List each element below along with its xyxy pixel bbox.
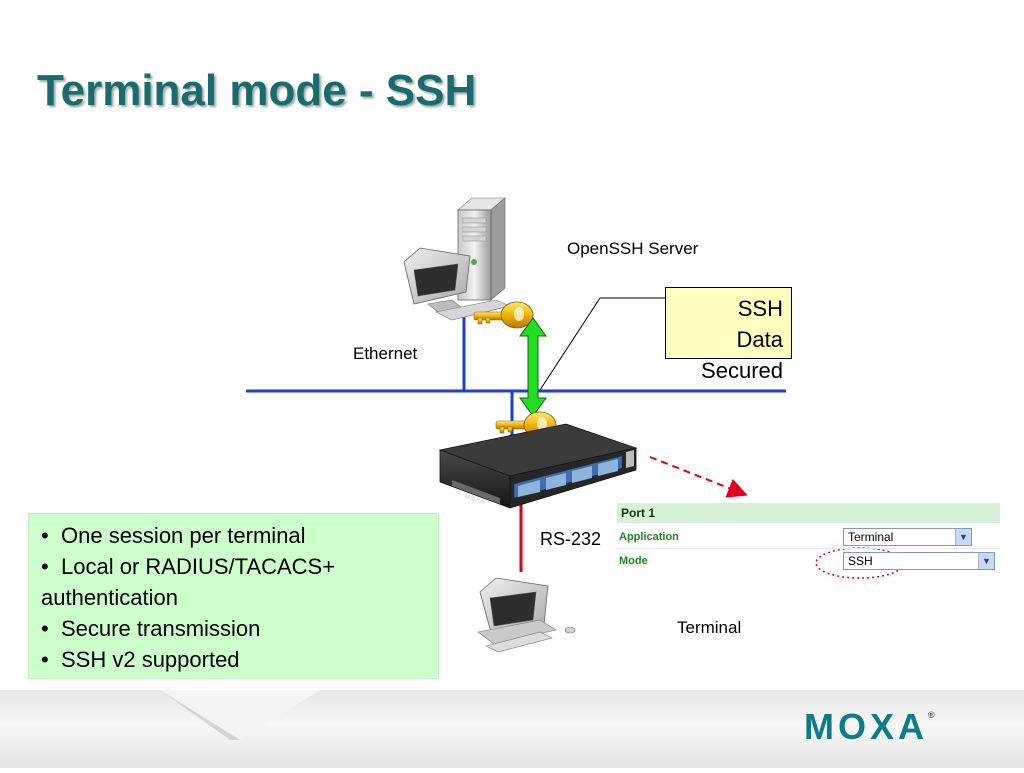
bullet: •	[41, 523, 49, 548]
moxa-logo: MOXA®	[804, 706, 935, 748]
moxa-logo-text: MOXA	[804, 706, 928, 747]
chevron-down-icon[interactable]: ▼	[978, 553, 994, 569]
ssh-secured-box	[665, 287, 792, 359]
ssh-box-line-1: SSH	[737, 296, 783, 321]
settings-callout-arrow	[649, 456, 748, 498]
secure-connection-arrow	[519, 317, 547, 417]
bullet: •	[41, 616, 49, 641]
callout-line	[539, 297, 665, 391]
feature-text: SSH v2 supported	[61, 647, 240, 672]
footer-chevron-decoration	[160, 690, 320, 740]
serial-device-icon: MOXA	[438, 423, 638, 509]
slide-footer	[0, 690, 1024, 768]
mode-select-value: SSH	[848, 554, 873, 568]
chevron-down-icon[interactable]: ▼	[955, 529, 971, 545]
slide-title: Terminal mode - SSH	[37, 66, 477, 115]
feature-item: • One session per terminal	[41, 520, 431, 551]
terminal-pc-icon	[477, 577, 576, 653]
feature-item: •Local or RADIUS/TACACS+ authentication	[41, 551, 431, 613]
server-label: OpenSSH Server	[567, 239, 699, 258]
server-monitor-icon	[403, 247, 511, 321]
feature-text: Local or RADIUS/TACACS+ authentication	[41, 554, 336, 610]
application-label: Application	[619, 531, 679, 543]
mode-select[interactable]: SSH ▼	[843, 552, 995, 570]
settings-port-header: Port 1	[617, 503, 1000, 523]
feature-text: One session per terminal	[61, 523, 306, 548]
server-key-icon	[473, 301, 534, 329]
feature-list: •One session per terminal •Local or RADI…	[28, 513, 439, 679]
ethernet-label: Ethernet	[353, 344, 418, 363]
bullet: •	[41, 554, 49, 579]
rs232-label: RS-232	[540, 529, 602, 549]
application-select-value: Terminal	[848, 530, 894, 544]
application-select[interactable]: Terminal ▼	[843, 528, 972, 546]
trademark-symbol: ®	[928, 710, 935, 720]
feature-text: Secure transmission	[61, 616, 261, 641]
terminal-label: Terminal	[677, 618, 742, 637]
ssh-box-line-2: Data	[736, 327, 783, 352]
bullet: •	[41, 647, 49, 672]
feature-item: • Secure transmission	[41, 613, 431, 644]
feature-item: • SSH v2 supported	[41, 644, 431, 675]
mode-label: Mode	[619, 555, 648, 567]
settings-divider	[617, 548, 1000, 549]
ssh-box-line-3: Secured	[701, 358, 783, 383]
